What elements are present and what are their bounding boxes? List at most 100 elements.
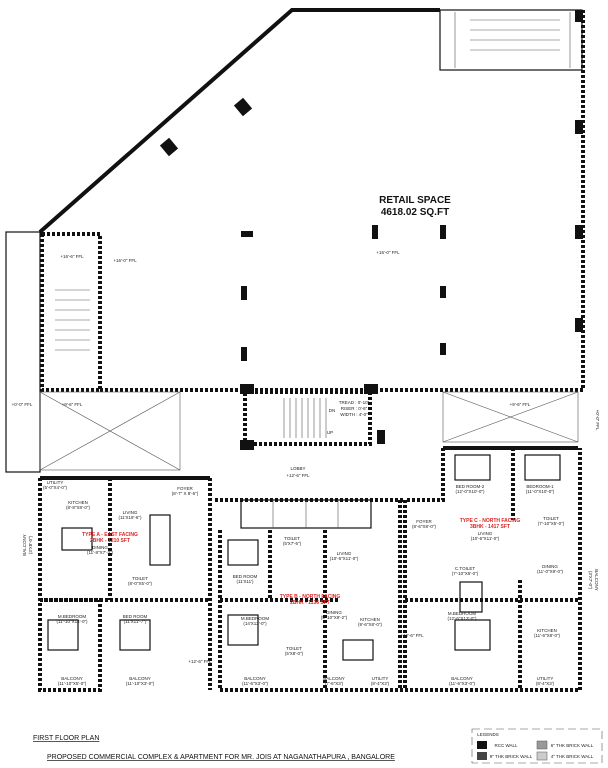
legend-item: 4" THK BRICK WALL — [551, 754, 594, 759]
title-block: FIRST FLOOR PLAN PROPOSED COMMERCIAL COM… — [33, 735, 395, 761]
left-stair: +16'-6" FFL +16'-0" FFL +0'-0" FFL +9'-6… — [5, 231, 600, 473]
room-size: (12'-0"X10'-0") — [456, 489, 485, 494]
unit-title: TYPE B - NORTH FACING — [280, 594, 341, 600]
level-label: +0'-0" FFL — [12, 402, 33, 407]
room-size: (11'-10"X14'-0") — [56, 619, 88, 624]
level-label: +16'-6" FFL — [60, 254, 84, 259]
room-size: (11'-0"X9'-0") — [537, 569, 564, 574]
lobby-ffl: +12'-6" FFL — [286, 473, 310, 478]
room-size: (11'X11') — [236, 579, 254, 584]
room-name: KITCHEN — [537, 628, 557, 633]
room-name: LIVING — [123, 510, 138, 515]
room-name: LIVING — [478, 531, 493, 536]
room-size: (11'-10"X5'-0") — [58, 681, 87, 686]
room-size: (11'X11'-7") — [124, 619, 147, 624]
room-size: (11'-8"X7'-3") — [87, 550, 114, 555]
stair-dn: DN — [329, 408, 336, 413]
level-label: +9'-6" FFL — [510, 402, 531, 407]
stair-riser: RISER : 0'-6" — [341, 406, 368, 411]
room-name: BALCONY — [61, 676, 83, 681]
legend-item: RCC WALL — [494, 743, 518, 748]
room-size: (9'-10"X9'-2") — [321, 615, 348, 620]
level-label: +12'-6" FFL — [188, 659, 212, 664]
room-name: BED ROOM-2 — [456, 484, 485, 489]
room-name: BALCONY — [129, 676, 151, 681]
stair-tread: TREAD : 0'-10" — [339, 400, 370, 405]
room-size: (8'-7" X 8'-6") — [172, 491, 199, 496]
room-name: TOILET — [286, 646, 302, 651]
room-name: BALCONY — [594, 569, 599, 591]
legend: LEGENDS RCC WALL 9" THK BRICK WALL 6" TH… — [471, 728, 603, 764]
room-size: (14'X12'-0") — [243, 621, 267, 626]
room-name: DINING — [92, 545, 108, 550]
room-size: (5'X8'-0") — [285, 651, 304, 656]
central-stair: TREAD : 0'-10" RISER : 0'-6" WIDTH : 4'-… — [240, 384, 385, 478]
room-name: LIVING — [337, 551, 352, 556]
room-size: (8'-8"X8'-0") — [66, 505, 90, 510]
room-name: TOILET — [284, 536, 300, 541]
apartment-walls — [38, 446, 582, 692]
room-size: (9'-6"X8'-0") — [358, 622, 382, 627]
room-name: FOYER — [177, 486, 193, 491]
unit-type-c: TYPE C - NORTH FACING 3BHK - 1417 SFT BE… — [412, 484, 599, 686]
unit-type-b: TYPE B - NORTH FACING 2BHK - 1136 SFT BE… — [233, 536, 424, 686]
room-size: (7'-6"X3') — [325, 681, 344, 686]
room-name: KITCHEN — [68, 500, 88, 505]
room-name: TOILET — [132, 576, 148, 581]
room-name: FOYER — [416, 519, 432, 524]
unit-title: TYPE C - NORTH FACING — [460, 518, 521, 524]
legend-swatch — [536, 740, 548, 750]
room-size: (8'-0"X5'-0") — [128, 581, 152, 586]
retail-area: 4618.02 SQ.FT — [381, 207, 449, 218]
room-name: M.BEDROOM — [241, 616, 270, 621]
cutouts — [39, 391, 579, 471]
retail-title: RETAIL SPACE — [379, 195, 451, 206]
room-name: M.BEDROOM — [58, 614, 87, 619]
room-size: (10'-6"X11'-0") — [471, 536, 500, 541]
room-size: (11'-6"X3'-0") — [242, 681, 269, 686]
room-size: (11'-10"X3'-0") — [126, 681, 155, 686]
room-size: (11'X18'-6") — [119, 515, 142, 520]
legend-swatch — [536, 751, 548, 761]
level-label: +12'-6" FFL — [400, 633, 424, 638]
room-name: BED ROOM — [233, 574, 258, 579]
room-size: (7'-10"X5'-0") — [538, 521, 565, 526]
room-name: BED ROOM — [123, 614, 148, 619]
room-name: C.TOILET — [455, 566, 475, 571]
room-size: (8'-4"X3') — [536, 681, 555, 686]
unit-title: TYPE A - EAST FACING — [82, 532, 138, 538]
room-name: BALCONY — [22, 534, 27, 556]
room-size: (11'-6"X3'-0") — [449, 681, 476, 686]
room-name: TOILET — [543, 516, 559, 521]
room-name: UTILITY — [47, 480, 64, 485]
level-label: +16'-0" FFL — [113, 258, 137, 263]
room-size: (12'-6"X13'-0") — [448, 616, 477, 621]
room-name: BALCONY — [451, 676, 473, 681]
room-size: (11'-6"X8'-0") — [534, 633, 561, 638]
stair-up: UP — [327, 430, 333, 435]
level-label: +9'-6" FFL — [62, 402, 83, 407]
room-size: (5'-0"X4'-0") — [43, 485, 67, 490]
room-size: (3'X7'-0") — [588, 571, 593, 590]
room-name: UTILITY — [537, 676, 554, 681]
room-size: (10'-6"X11'-0") — [330, 556, 359, 561]
retail-ffl: +16'-0" FFL — [376, 250, 400, 255]
room-size: (5'X7'-6") — [283, 541, 302, 546]
room-name: UTILITY — [372, 676, 389, 681]
legend-swatch — [477, 741, 487, 749]
legend-title: LEGENDS — [477, 732, 499, 737]
room-name: M.BEDROOM — [448, 611, 477, 616]
unit-area: 2BHK - 1210 SFT — [90, 538, 130, 544]
unit-area: 2BHK - 1136 SFT — [290, 600, 330, 606]
room-name: BEDROOM-1 — [526, 484, 554, 489]
legend-item: 6" THK BRICK WALL — [551, 743, 594, 748]
unit-area: 3BHK - 1417 SFT — [470, 524, 510, 530]
room-name: KITCHEN — [360, 617, 380, 622]
legend-item: 9" THK BRICK WALL — [490, 754, 533, 759]
room-size: (8'-6"X8'-0") — [412, 524, 436, 529]
room-name: BALCONY — [244, 676, 266, 681]
legend-swatch — [477, 752, 487, 760]
room-name: BALCONY — [323, 676, 345, 681]
room-size: (3'X8'-0") — [28, 535, 33, 554]
stair-width: WIDTH : 4'-0" — [340, 412, 368, 417]
